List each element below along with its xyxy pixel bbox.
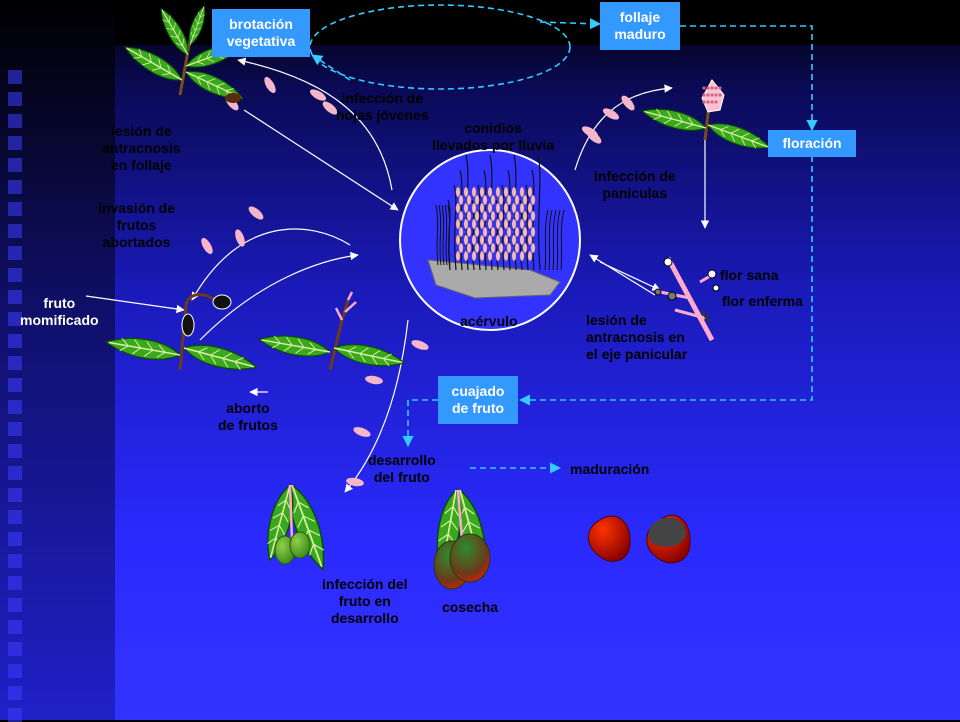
spore	[201, 237, 213, 255]
acervulus-conidiophores	[435, 154, 565, 271]
label-acervulo: acérvulo	[460, 313, 518, 329]
label-infeccion-hojas: infección de hojas jóvenes	[336, 90, 429, 123]
label-flor-sana: flor sana	[720, 267, 779, 283]
label-fruto-momificado: fruto momificado	[20, 295, 99, 328]
label-aborto: aborto de frutos	[218, 400, 278, 433]
sidebar-square	[8, 532, 22, 546]
sidebar-square	[8, 422, 22, 436]
label-cosecha: cosecha	[442, 599, 499, 615]
acervulus-base	[427, 259, 561, 299]
sidebar-square	[8, 202, 22, 216]
label-lesion-follaje: lesión de antracnosis en follaje	[102, 123, 181, 173]
arrow-follaje-floracion	[680, 25, 818, 132]
spore	[411, 340, 429, 350]
sidebar-square	[8, 400, 22, 414]
panicle-plant	[639, 79, 774, 156]
sidebar-square	[8, 114, 22, 128]
spore	[322, 101, 338, 115]
sidebar-square	[8, 224, 22, 238]
box-floracion: floración	[768, 130, 856, 157]
arrow-cuajado-desarrollo	[402, 399, 438, 448]
sidebar-square	[8, 576, 22, 590]
sidebar-square	[8, 554, 22, 568]
box-brotacion-vegetativa: brotación vegetativa	[212, 9, 310, 57]
box-follaje-label: follaje maduro	[614, 9, 666, 42]
conidia-spores	[201, 76, 635, 487]
sidebar-square	[8, 136, 22, 150]
spore	[309, 89, 327, 101]
label-lesion-eje: lesión de antracnosis en el eje panicula…	[586, 312, 688, 362]
sidebar-square	[8, 378, 22, 392]
sidebar-square	[8, 488, 22, 502]
flowering-shoot-plant	[256, 291, 408, 373]
flower-branch	[654, 256, 720, 342]
sidebar-square	[8, 158, 22, 172]
box-cuajado-label: cuajado de fruto	[451, 383, 505, 416]
sidebar-square	[8, 268, 22, 282]
sidebar-square	[8, 444, 22, 458]
sidebar-square	[8, 290, 22, 304]
sidebar-square	[8, 334, 22, 348]
sidebar-square	[8, 312, 22, 326]
box-follaje-maduro: follaje maduro	[600, 2, 680, 50]
spore	[365, 375, 383, 385]
ripe-mango-diseased	[646, 514, 691, 564]
arrow-floracion-cuajado	[518, 156, 813, 406]
spore	[602, 108, 620, 120]
sidebar-square	[8, 356, 22, 370]
spore	[248, 206, 264, 220]
spore	[235, 229, 245, 247]
spore	[353, 427, 371, 437]
vegetative-cycle-loop	[309, 4, 571, 90]
sidebar-square	[8, 510, 22, 524]
spore	[346, 477, 364, 487]
sidebar-square	[8, 246, 22, 260]
sidebar-square	[8, 466, 22, 480]
harvest-fruit-cluster	[430, 486, 496, 590]
sidebar-square	[8, 598, 22, 612]
aborted-fruits-plant	[103, 293, 260, 378]
label-flor-enferma: flor enferma	[722, 293, 803, 309]
box-cuajado-de-fruto: cuajado de fruto	[438, 376, 518, 424]
label-desarrollo: desarrollo del fruto	[368, 452, 436, 485]
label-invasion-frutos: invasión de frutos abortados	[98, 200, 176, 250]
sidebar-square	[8, 92, 22, 106]
sidebar-square	[8, 708, 22, 722]
spore	[264, 76, 276, 94]
label-infeccion-paniculas: infección de paniculas	[594, 168, 676, 201]
developing-fruit-cluster	[259, 480, 335, 575]
box-floracion-label: floración	[782, 135, 842, 151]
spore	[581, 126, 599, 138]
sidebar-square	[8, 642, 22, 656]
sidebar-square	[8, 70, 22, 84]
ripe-mango-healthy	[588, 515, 631, 562]
sidebar-square	[8, 686, 22, 700]
spore	[621, 95, 635, 111]
label-maduracion: maduración	[570, 461, 650, 477]
sidebar-square	[8, 180, 22, 194]
young-leaves-plant	[120, 3, 248, 107]
sidebar-square	[8, 620, 22, 634]
label-infeccion-fruto: infección del fruto en desarrollo	[322, 576, 408, 626]
box-brotacion-label: brotación vegetativa	[226, 16, 296, 49]
sidebar-square	[8, 664, 22, 678]
label-conidios: conidios llevados por lluvia	[432, 120, 555, 153]
